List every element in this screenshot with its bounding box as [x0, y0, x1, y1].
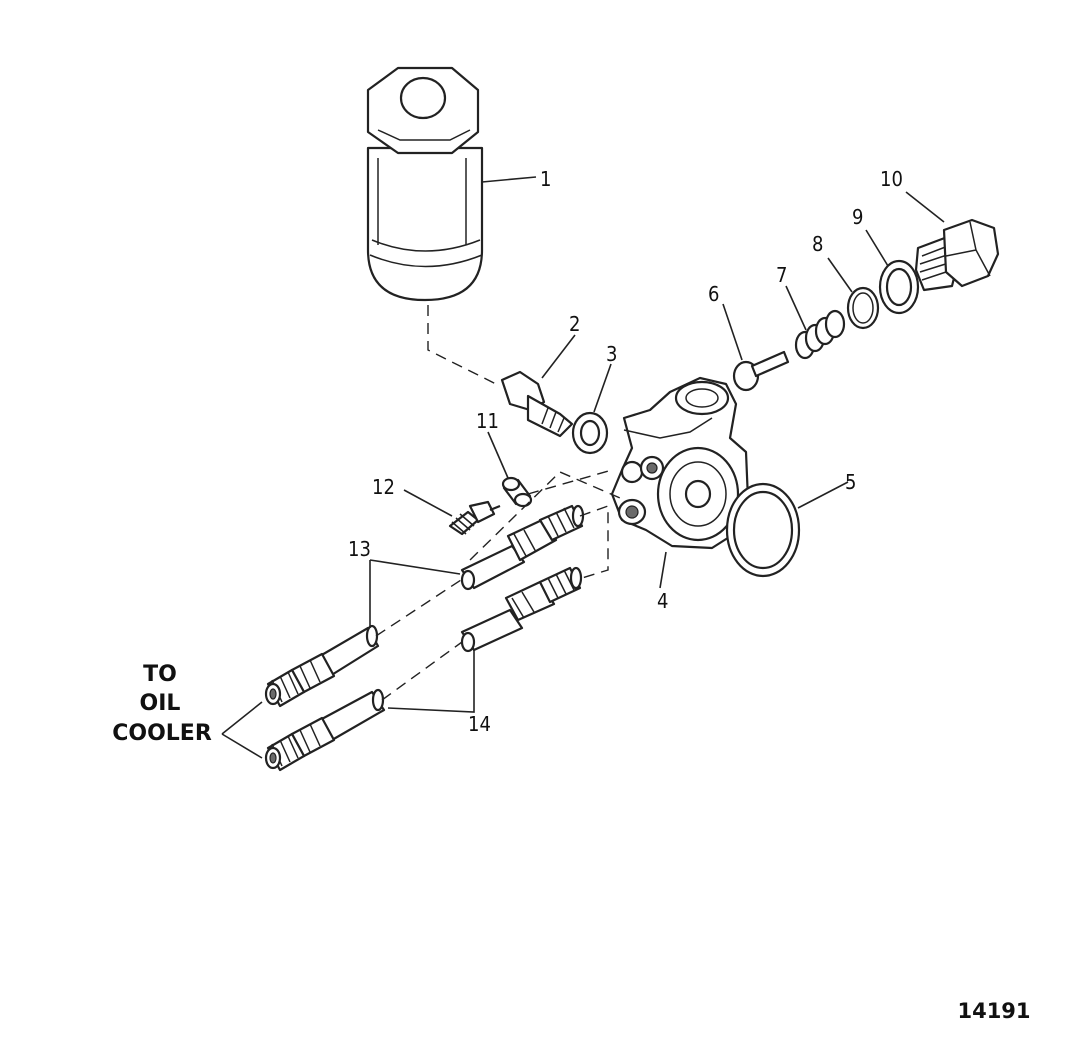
callout-14: 14: [468, 712, 491, 736]
small-o-ring: [846, 286, 880, 330]
destination-label: TO OIL COOLER: [112, 662, 212, 746]
destination-line-3: COOLER: [112, 721, 212, 746]
callout-9: 9: [852, 205, 863, 229]
adapter-nipple: [500, 370, 574, 438]
figure-number: 14191: [957, 999, 1030, 1023]
spring: [794, 309, 846, 360]
callout-11: 11: [476, 409, 499, 433]
bypass-valve: [732, 350, 790, 392]
plug: [914, 218, 1000, 292]
gasket-ring: [571, 411, 609, 455]
washer: [878, 259, 920, 315]
oil-filter: [366, 66, 484, 302]
sending-unit: [448, 500, 501, 536]
destination-line-2: OIL: [140, 691, 181, 716]
filter-adapter-housing: [610, 376, 750, 550]
lower-hose-fitting: [460, 566, 583, 653]
destination-line-1: TO: [143, 662, 177, 687]
callout-8: 8: [812, 232, 823, 256]
callout-5: 5: [845, 470, 856, 494]
callout-numbers: 1 2 3 4 5 6 7 8 9 10 11 12 13 14: [348, 167, 903, 736]
assembly-center-lines: [375, 305, 621, 701]
large-o-ring: [725, 482, 801, 578]
callout-10: 10: [880, 167, 903, 191]
upper-hose-fitting: [460, 504, 585, 591]
callout-3: 3: [606, 342, 617, 366]
callout-7: 7: [776, 263, 787, 287]
callout-6: 6: [708, 282, 719, 306]
upper-cooler-fitting: [264, 624, 380, 708]
callout-4: 4: [657, 589, 668, 613]
small-sleeve: [501, 476, 533, 508]
callout-12: 12: [372, 475, 395, 499]
leader-lines: [221, 176, 945, 759]
callout-1: 1: [540, 167, 551, 191]
lower-cooler-fitting: [264, 688, 386, 772]
callout-13: 13: [348, 537, 371, 561]
callout-2: 2: [569, 312, 580, 336]
